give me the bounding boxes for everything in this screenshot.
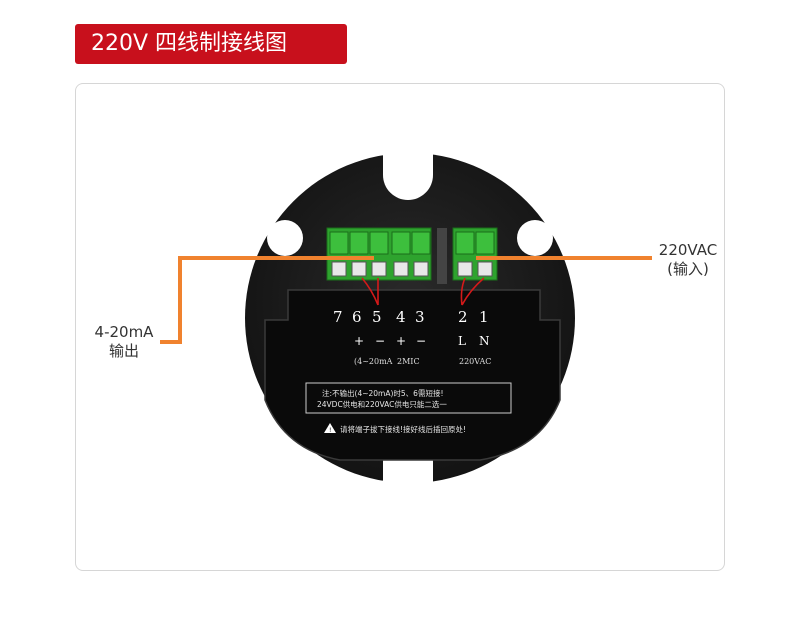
label-plate [264, 289, 561, 461]
group-label-current: (4~20mA [354, 357, 393, 366]
polarity-mark: + [396, 334, 406, 348]
terminal-number: 6 [352, 308, 362, 326]
svg-text:!: ! [329, 427, 331, 434]
warning-text: 请将端子拔下接线!接好线后插回原处! [340, 424, 466, 434]
terminal-block-right [452, 227, 498, 281]
output-label: 4-20mA 输出 [88, 323, 160, 361]
terminal-number: 5 [372, 308, 382, 326]
right-notch [517, 220, 553, 256]
note-line-1: 注:不输出(4~20mA)时5、6需短接! [322, 388, 443, 398]
output-current-label: 4-20mA [94, 323, 154, 341]
group-label-power: 220VAC [459, 357, 491, 366]
phase-mark: L [458, 334, 466, 348]
warning: ! 请将端子拔下接线!接好线后插回原处! [324, 423, 466, 434]
device-housing [245, 152, 575, 484]
note-line-2: 24VDC供电和220VAC供电只能二选一 [317, 399, 447, 409]
terminal-number: 4 [396, 308, 406, 326]
output-wire [160, 256, 374, 344]
input-label: 220VAC (输入) [648, 241, 728, 279]
terminal-block-left [326, 227, 432, 281]
input-text-label: (输入) [667, 260, 709, 278]
terminal-number: 2 [458, 308, 468, 326]
note-box [305, 382, 512, 414]
diagram-title: 220V 四线制接线图 [75, 24, 347, 64]
terminal-number: 7 [333, 308, 343, 326]
phase-mark: N [479, 334, 490, 348]
terminal-number: 1 [479, 308, 489, 326]
external-wires [160, 256, 652, 344]
warning-icon [324, 423, 336, 433]
group-label-mic: 2MIC [397, 357, 420, 366]
output-text-label: 输出 [108, 342, 139, 360]
polarity-mark: − [416, 334, 426, 348]
terminal-numbers: 7 6 5 4 3 2 1 [333, 308, 489, 326]
polarity-marks: + − + − L N [354, 334, 490, 348]
separator-post [437, 228, 447, 284]
inner-wires [361, 277, 485, 306]
input-voltage-label: 220VAC [658, 241, 718, 259]
polarity-mark: − [375, 334, 385, 348]
left-notch [267, 220, 303, 256]
top-notch [383, 152, 433, 200]
polarity-mark: + [354, 334, 364, 348]
terminal-number: 3 [415, 308, 425, 326]
